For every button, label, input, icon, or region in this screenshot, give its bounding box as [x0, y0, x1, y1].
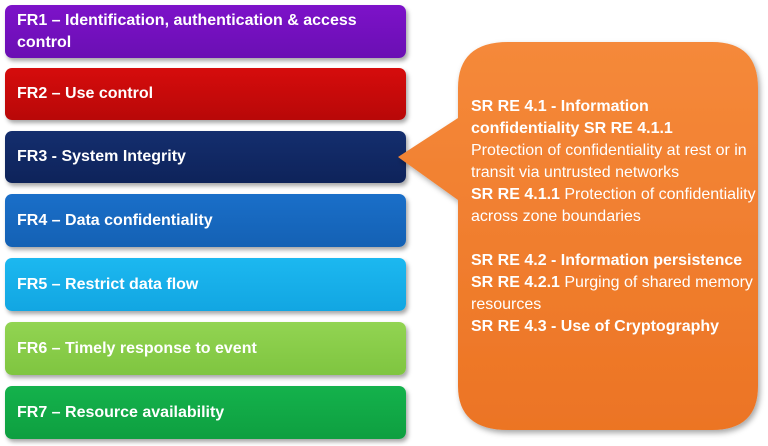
callout-text: SR RE 4.1 - Information confidentiality … — [471, 96, 761, 338]
fr6-label: FR6 – Timely response to event — [17, 339, 257, 357]
fr4-label: FR4 – Data confidentiality — [17, 211, 213, 229]
fr7-label: FR7 – Resource availability — [17, 403, 225, 421]
sr-4-2-title: SR RE 4.2 - Information persistence — [471, 252, 743, 269]
fr6-box: FR6 – Timely response to event — [5, 322, 406, 375]
sr-4-3-title: SR RE 4.3 - Use of Cryptography — [471, 318, 720, 335]
fr5-label: FR5 – Restrict data flow — [17, 275, 199, 293]
fr5-box: FR5 – Restrict data flow — [5, 258, 406, 311]
sr-4-1-1-id: SR RE 4.1.1 — [471, 186, 560, 203]
fr1-box: FR1 – Identification, authentication & a… — [5, 5, 406, 58]
fr4-box: FR4 – Data confidentiality — [5, 194, 406, 247]
sr-4-2-1-id: SR RE 4.2.1 — [471, 274, 560, 291]
sr-4-1-1-zone: SR RE 4.1.1 Protection of confidentialit… — [471, 184, 761, 228]
fr2-box: FR2 – Use control — [5, 68, 406, 120]
fr3-box: FR3 - System Integrity — [5, 131, 406, 183]
sr-4-1-1-desc: Protection of confidentiality at rest or… — [471, 142, 747, 181]
fr3-label: FR3 - System Integrity — [17, 148, 186, 165]
fr2-label: FR2 – Use control — [17, 85, 154, 102]
fr7-box: FR7 – Resource availability — [5, 386, 406, 439]
sr-4-2-1-desc: Purging of shared memory resources — [471, 274, 753, 313]
sr-4-2-1: SR RE 4.2.1 Purging of shared memory res… — [471, 272, 761, 316]
sr-4-1-1-zone-desc: Protection of confidentiality across zon… — [471, 186, 756, 225]
callout-shape — [398, 42, 758, 430]
fr1-label: FR1 – Identification, authentication & a… — [17, 11, 357, 51]
sr-4-1-title: SR RE 4.1 - Information confidentiality … — [471, 98, 673, 137]
